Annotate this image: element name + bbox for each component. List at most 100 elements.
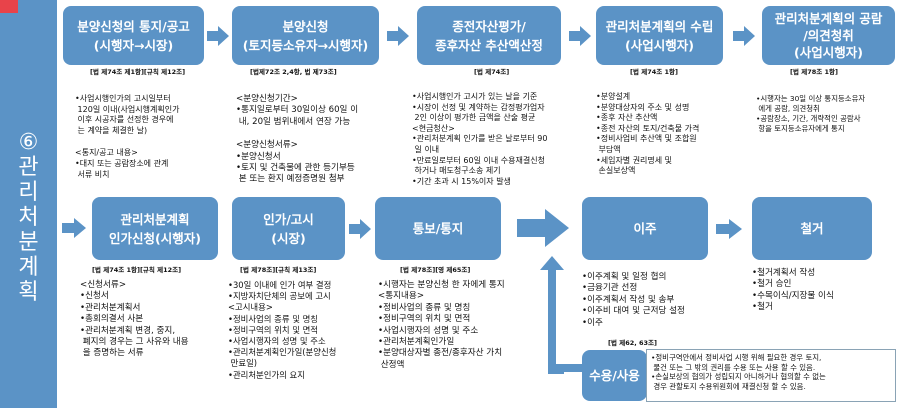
arrow-right-icon — [517, 209, 569, 247]
detail-line: •총회의결서 사본 — [80, 314, 144, 325]
step-subtitle: (토지등소유자→시행자) — [242, 37, 369, 53]
detail-line: 는 계약을 체결한 날) — [75, 125, 148, 135]
step-box-application: 분양신청 (토지등소유자→시행자) — [232, 6, 379, 65]
step-details: <신청서류> •신청서 •관리처분계획서 •총회의결서 사본 •관리처분계획 변… — [80, 280, 230, 360]
detail-line: •관리처분계획서 — [80, 302, 141, 313]
step-box-expropriation: 수용/사용 — [582, 350, 647, 401]
arrow-right-icon — [733, 26, 755, 46]
step-title: 통보/통지 — [412, 221, 464, 236]
law-reference: [법 제78조][영 제65조] — [400, 266, 471, 274]
detail-line: •정비사업비 추산액 및 조합원 — [596, 134, 697, 144]
step-details: •분양설계 •분양대상자의 주소 및 성명 •종후 자산 추산액 •종전 자산의… — [596, 92, 746, 177]
arrow-right-icon — [569, 26, 591, 46]
detail-line: 부담액 — [596, 144, 621, 154]
detail-line: 이후 시공자를 선정한 경우에 — [75, 115, 174, 125]
sidebar: ⑥관리처분계획 — [0, 0, 57, 408]
arrow-right-icon — [207, 26, 229, 46]
law-reference: [법 제74조 제1항][규칙 제12조] — [90, 68, 186, 76]
step-subtitle: 종후자산 추산액산정 — [435, 37, 543, 53]
detail-line: •30일 이내에 인가 여부 결정 — [228, 280, 332, 290]
arrow-right-icon — [716, 219, 742, 239]
detail-line: •이주계획 및 일정 협의 — [582, 272, 667, 282]
detail-line: •토지 및 건축물에 관한 등기부등 — [236, 163, 355, 174]
corner-mark — [0, 0, 18, 13]
detail-line: •대지 또는 공람장소에 관계 — [75, 158, 169, 168]
arrow-right-icon — [62, 218, 86, 238]
note-line: •정비구역안에서 정비사업 시행 위해 필요한 경우 토지, — [651, 353, 822, 362]
step-title: 이주 — [633, 221, 657, 236]
detail-line: •시행자는 분양신청 한 자에게 통지 — [378, 280, 505, 290]
step-subtitle: (사업시행자) — [794, 45, 863, 60]
detail-line: •사업시행자의 성명 및 주소 — [378, 325, 479, 336]
note-line: 경우 관할토지 수용위원회에 재결신청 할 수 있음. — [651, 381, 806, 391]
step-details: •30일 이내에 인가 여부 결정 •지방자치단체의 공보에 고시 <고시내용>… — [228, 280, 378, 381]
detail-line: •분양대상자의 주소 및 성명 — [596, 102, 690, 112]
step-title: 관리처분계획 — [120, 211, 190, 227]
detail-line: •분양신청서 — [236, 151, 281, 162]
detail-line: •정비사업의 종류 및 명칭 — [378, 302, 471, 313]
step-box-notice: 분양신청의 통지/공고 (시행자→시장) — [63, 6, 204, 65]
step-title: 분양신청의 통지/공고 — [77, 18, 190, 34]
detail-line: •사업시행자의 성명 및 주소 — [228, 336, 326, 347]
step-subtitle: (시장) — [271, 230, 306, 246]
step-box-notification: 통보/통지 — [375, 197, 501, 260]
detail-line: •철거계획서 작성 — [752, 268, 816, 278]
detail-line: •철거 승인 — [752, 279, 792, 290]
detail-line: •분양설계 — [596, 92, 631, 101]
expropriation-note: •정비구역안에서 정비사업 시행 위해 필요한 경우 토지, 물건 또는 그 밖… — [646, 349, 896, 402]
step-details: •이주계획 및 일정 협의 •금융기관 선정 •이주계획서 작성 및 송부 •이… — [582, 272, 732, 329]
step-title: 인가/고시 — [263, 211, 314, 227]
step-details: •시행자는 분양신청 한 자에게 통지 <통지내용> •정비사업의 종류 및 명… — [378, 280, 543, 371]
step-title: 관리처분계획의 수립 — [605, 18, 714, 34]
detail-line: •신청서 — [80, 291, 109, 302]
step-details: •사업시행인가의 고시일부터 120일 이내(사업시행계획인가 이후 시공자를 … — [75, 94, 225, 180]
step-subtitle: (사업시행자) — [625, 37, 694, 53]
step-details: •사업시행인가 고시가 있는 날을 기준 •시장이 선정 및 계약하는 감정평가… — [412, 92, 582, 187]
detail-line: •관리처분계획인가일(분양신청 — [228, 347, 337, 358]
detail-line: 항을 토지등소유자에게 통지 — [756, 124, 845, 133]
detail-line: 손실보상액 — [596, 166, 636, 176]
detail-line: •시장이 선정 및 계약하는 감정평가업자 — [412, 102, 545, 112]
detail-line: •이주비 대여 및 근저당 설정 — [582, 306, 685, 317]
sidebar-title-text: ⑥관리처분계획 — [18, 130, 39, 305]
law-reference: [법 제62, 63조] — [608, 339, 657, 347]
detail-line: •종후 자산 추산액 — [596, 113, 658, 123]
detail-line: •만료일로부터 60일 이내 수용재결신청 — [412, 155, 545, 165]
detail-line: •정비구역의 위치 및 면적 — [378, 314, 471, 325]
detail-line: 폐지의 경우는 그 사유와 내용 — [80, 337, 189, 348]
detail-line: •정비구역의 위치 및 면적 — [228, 324, 318, 335]
detail-line — [236, 128, 396, 140]
detail-line: <신청서류> — [80, 280, 127, 290]
detail-line: 120일 이내(사업시행계획인가 — [75, 104, 180, 114]
detail-line: •관리처분계획인가일 — [378, 337, 455, 348]
detail-line: •이주계획서 작성 및 송부 — [582, 294, 675, 305]
law-reference: [법 제78조 1항] — [790, 68, 838, 76]
detail-line: 서류 비치 — [75, 169, 110, 179]
detail-line: •정비사업의 종류 및 명칭 — [228, 313, 318, 324]
detail-line: •지방자치단체의 공보에 고시 — [228, 291, 331, 302]
detail-line: 본 또는 환지 예정증명원 첨부 — [236, 174, 345, 185]
detail-line — [75, 136, 225, 148]
step-title: 수용/사용 — [589, 368, 640, 383]
detail-line: 일 이내 — [412, 144, 440, 154]
law-reference: [법 제74조 1항] — [630, 68, 678, 76]
arrow-right-icon — [349, 219, 371, 239]
detail-line: 2인 이상이 평가한 금액을 산술 평균 — [412, 113, 536, 123]
step-box-demolition: 철거 — [752, 197, 872, 260]
detail-line: 만료일) — [228, 358, 258, 369]
detail-line: •시행자는 30일 이상 통지등소유자 — [756, 94, 866, 103]
detail-line: •관리처분계획 인가를 받은 날로부터 90 — [412, 134, 548, 144]
note-line: •손실보상의 협의가 성립되지 아니하거나 협의할 수 없는 — [651, 372, 826, 382]
step-details: <분양신청기간> •통지일로부터 30일이상 60일 이 내, 20일 범위내에… — [236, 94, 396, 186]
law-reference: [법 제74조 1항][규칙 제12조] — [92, 266, 182, 274]
law-reference: [법 제78조][규칙 제13조] — [240, 266, 317, 274]
detail-line: •관리처분계획 변경, 중지, — [80, 325, 176, 336]
detail-line: •사업시행인가 고시가 있는 날을 기준 — [412, 92, 538, 101]
step-box-plan: 관리처분계획의 수립 (사업시행자) — [596, 6, 723, 65]
sidebar-title: ⑥관리처분계획 — [0, 130, 57, 305]
arrow-up-icon — [540, 256, 564, 374]
note-line: 물건 또는 그 밖의 권리를 수용 또는 사용 할 수 있음. — [651, 362, 816, 372]
step-title: 분양신청 — [282, 18, 329, 34]
detail-line: 에게 공람, 의견청취 — [756, 104, 820, 113]
step-title: 철거 — [800, 221, 824, 236]
